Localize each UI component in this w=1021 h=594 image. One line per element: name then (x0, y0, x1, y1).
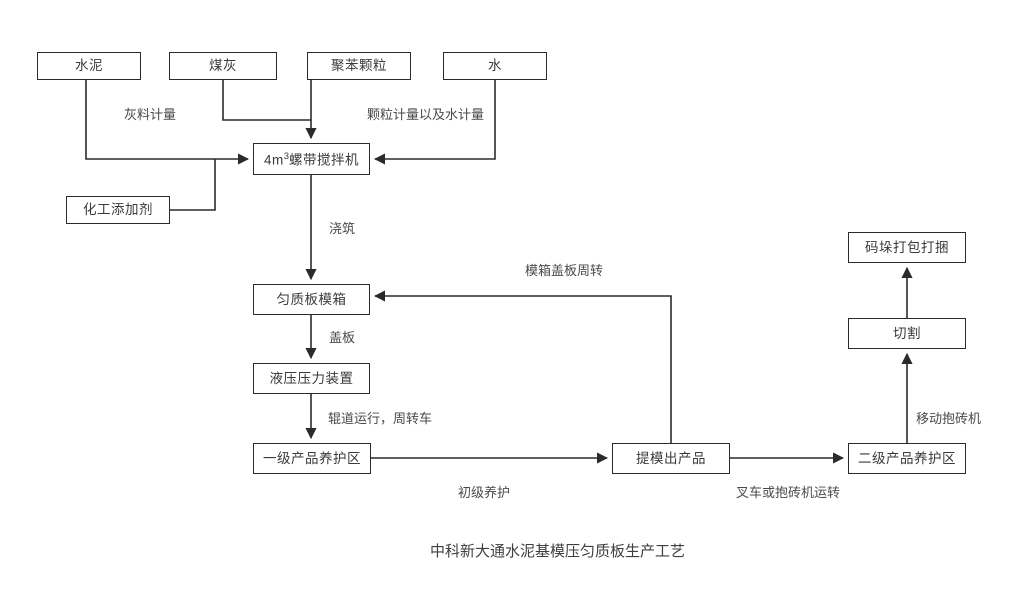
node-ribbon-mixer-label: 4m3螺带搅拌机 (263, 150, 360, 167)
node-cement[interactable]: 水泥 (37, 52, 141, 80)
node-water[interactable]: 水 (443, 52, 547, 80)
node-chemical-additive-label: 化工添加剂 (83, 202, 153, 218)
edge-label-mold-cover-recycling: 模箱盖板周转 (525, 263, 604, 278)
edge-label-primary-curing: 初级养护 (458, 485, 511, 500)
edge-label-cover-plate: 盖板 (329, 330, 356, 345)
edge-additive-to-mixer (170, 159, 216, 211)
node-homogeneous-mold-box[interactable]: 匀质板模箱 (253, 284, 370, 315)
node-homogeneous-mold-box-label: 匀质板模箱 (276, 291, 347, 307)
node-primary-curing-area[interactable]: 一级产品养护区 (253, 443, 371, 474)
edge-label-forklift-transfer: 叉车或抱砖机运转 (736, 485, 841, 500)
node-fly-ash[interactable]: 煤灰 (169, 52, 277, 80)
edge-label-granule-water-metering: 颗粒计量以及水计量 (367, 107, 485, 122)
edge-label-roller-transfer: 辊道运行，周转车 (328, 411, 433, 426)
node-demolding-output-label: 提模出产品 (636, 450, 706, 466)
edge-label-pouring: 浇筑 (329, 221, 356, 236)
node-ribbon-mixer[interactable]: 4m3螺带搅拌机 (253, 143, 370, 175)
edge-label-mobile-brick-machine: 移动抱砖机 (916, 411, 982, 426)
node-hydraulic-press[interactable]: 液压压力装置 (253, 363, 370, 394)
node-cutting-label: 切割 (893, 325, 921, 341)
node-cutting[interactable]: 切割 (848, 318, 966, 349)
node-demolding-output[interactable]: 提模出产品 (612, 443, 730, 474)
edge-flyash-to-mixer (222, 80, 311, 121)
diagram-caption: 中科新大通水泥基模压匀质板生产工艺 (430, 543, 686, 560)
node-cement-label: 水泥 (75, 58, 103, 74)
node-stacking-packing-label: 码垛打包打捆 (865, 239, 949, 255)
node-eps-granule-label: 聚苯颗粒 (331, 58, 387, 74)
node-secondary-curing-area[interactable]: 二级产品养护区 (848, 443, 966, 474)
node-water-label: 水 (488, 58, 502, 74)
node-eps-granule[interactable]: 聚苯颗粒 (307, 52, 411, 80)
edge-label-ash-metering: 灰料计量 (124, 107, 177, 122)
node-stacking-packing[interactable]: 码垛打包打捆 (848, 232, 966, 263)
node-secondary-curing-area-label: 二级产品养护区 (858, 450, 956, 466)
node-chemical-additive[interactable]: 化工添加剂 (66, 196, 170, 224)
node-primary-curing-area-label: 一级产品养护区 (263, 450, 361, 466)
node-fly-ash-label: 煤灰 (209, 58, 237, 74)
node-hydraulic-press-label: 液压压力装置 (269, 370, 354, 386)
